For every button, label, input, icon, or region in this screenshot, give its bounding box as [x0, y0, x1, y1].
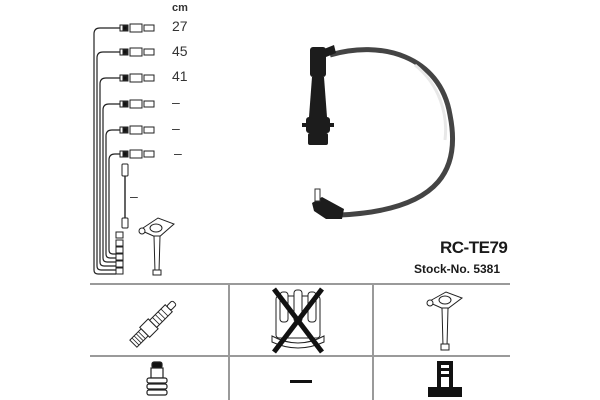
spark-plug-icon: [120, 288, 192, 354]
spark-plug-connector-icon: [142, 360, 172, 400]
length-label-3: 41: [172, 68, 188, 84]
length-label-4: –: [172, 94, 180, 110]
not-applicable-dash: [290, 380, 312, 383]
grid-line-top: [90, 283, 510, 285]
grid-divider-2: [372, 284, 374, 400]
grid-line-middle: [90, 355, 510, 357]
distributor-cap-icon: [268, 286, 328, 354]
length-unit-label: cm: [172, 2, 188, 14]
wire-set-schematic: [88, 0, 168, 285]
length-label-5: –: [172, 120, 180, 136]
ignition-coil-icon: [137, 212, 177, 278]
coil-connector-icon: [426, 359, 464, 399]
ignition-coil-icon: [425, 288, 465, 354]
grid-divider-1: [228, 284, 230, 400]
stock-number: Stock-No. 5381: [414, 262, 501, 276]
length-label-7: –: [130, 188, 138, 204]
length-label-2: 45: [172, 43, 188, 59]
cross-mark-icon: [272, 287, 324, 354]
ignition-cable-image: [290, 35, 480, 230]
length-label-1: 27: [172, 18, 188, 34]
length-label-6: –: [174, 145, 182, 161]
product-code: RC-TE79: [440, 238, 508, 257]
